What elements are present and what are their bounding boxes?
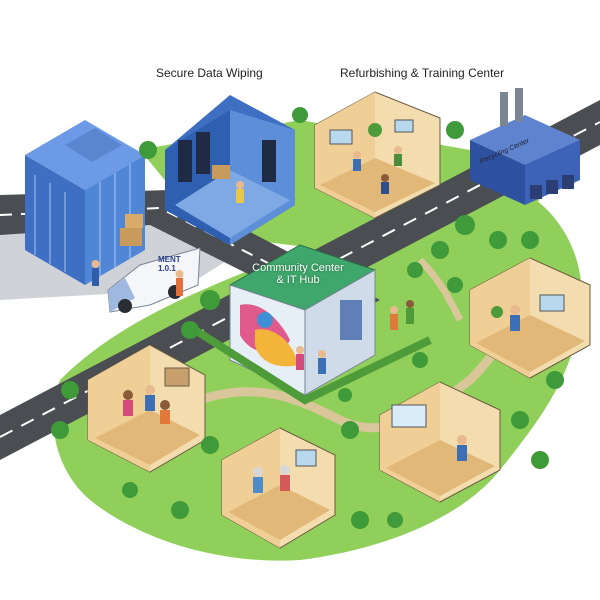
- label-refurbishing-training-center: Refurbishing & Training Center: [340, 66, 505, 80]
- park-path-2: [417, 257, 464, 322]
- seniors-room: [221, 427, 336, 549]
- visitors: [296, 300, 414, 374]
- cardboard-boxes: [120, 214, 143, 246]
- recycling-building: [470, 88, 580, 205]
- label-community-hub: Community Center & IT Hub: [246, 262, 350, 286]
- office-tower: [25, 120, 145, 285]
- workers: [91, 260, 184, 296]
- van-lettering-line2: 1.0.1: [158, 264, 176, 273]
- label-community-hub-line1: Community Center: [252, 262, 344, 274]
- van-lettering-line1: MENT: [158, 255, 181, 264]
- video-call-room: [379, 381, 501, 503]
- training-room: [314, 91, 441, 219]
- label-community-hub-line2: & IT Hub: [276, 274, 320, 286]
- van-lettering: MENT 1.0.1: [158, 255, 181, 273]
- label-secure-data-wiping: Secure Data Wiping: [156, 66, 263, 80]
- hedges: [192, 326, 432, 405]
- home-office-room: [469, 257, 591, 379]
- trees: [51, 107, 564, 529]
- family-room: [87, 344, 206, 473]
- data-wiping-room: [165, 95, 295, 245]
